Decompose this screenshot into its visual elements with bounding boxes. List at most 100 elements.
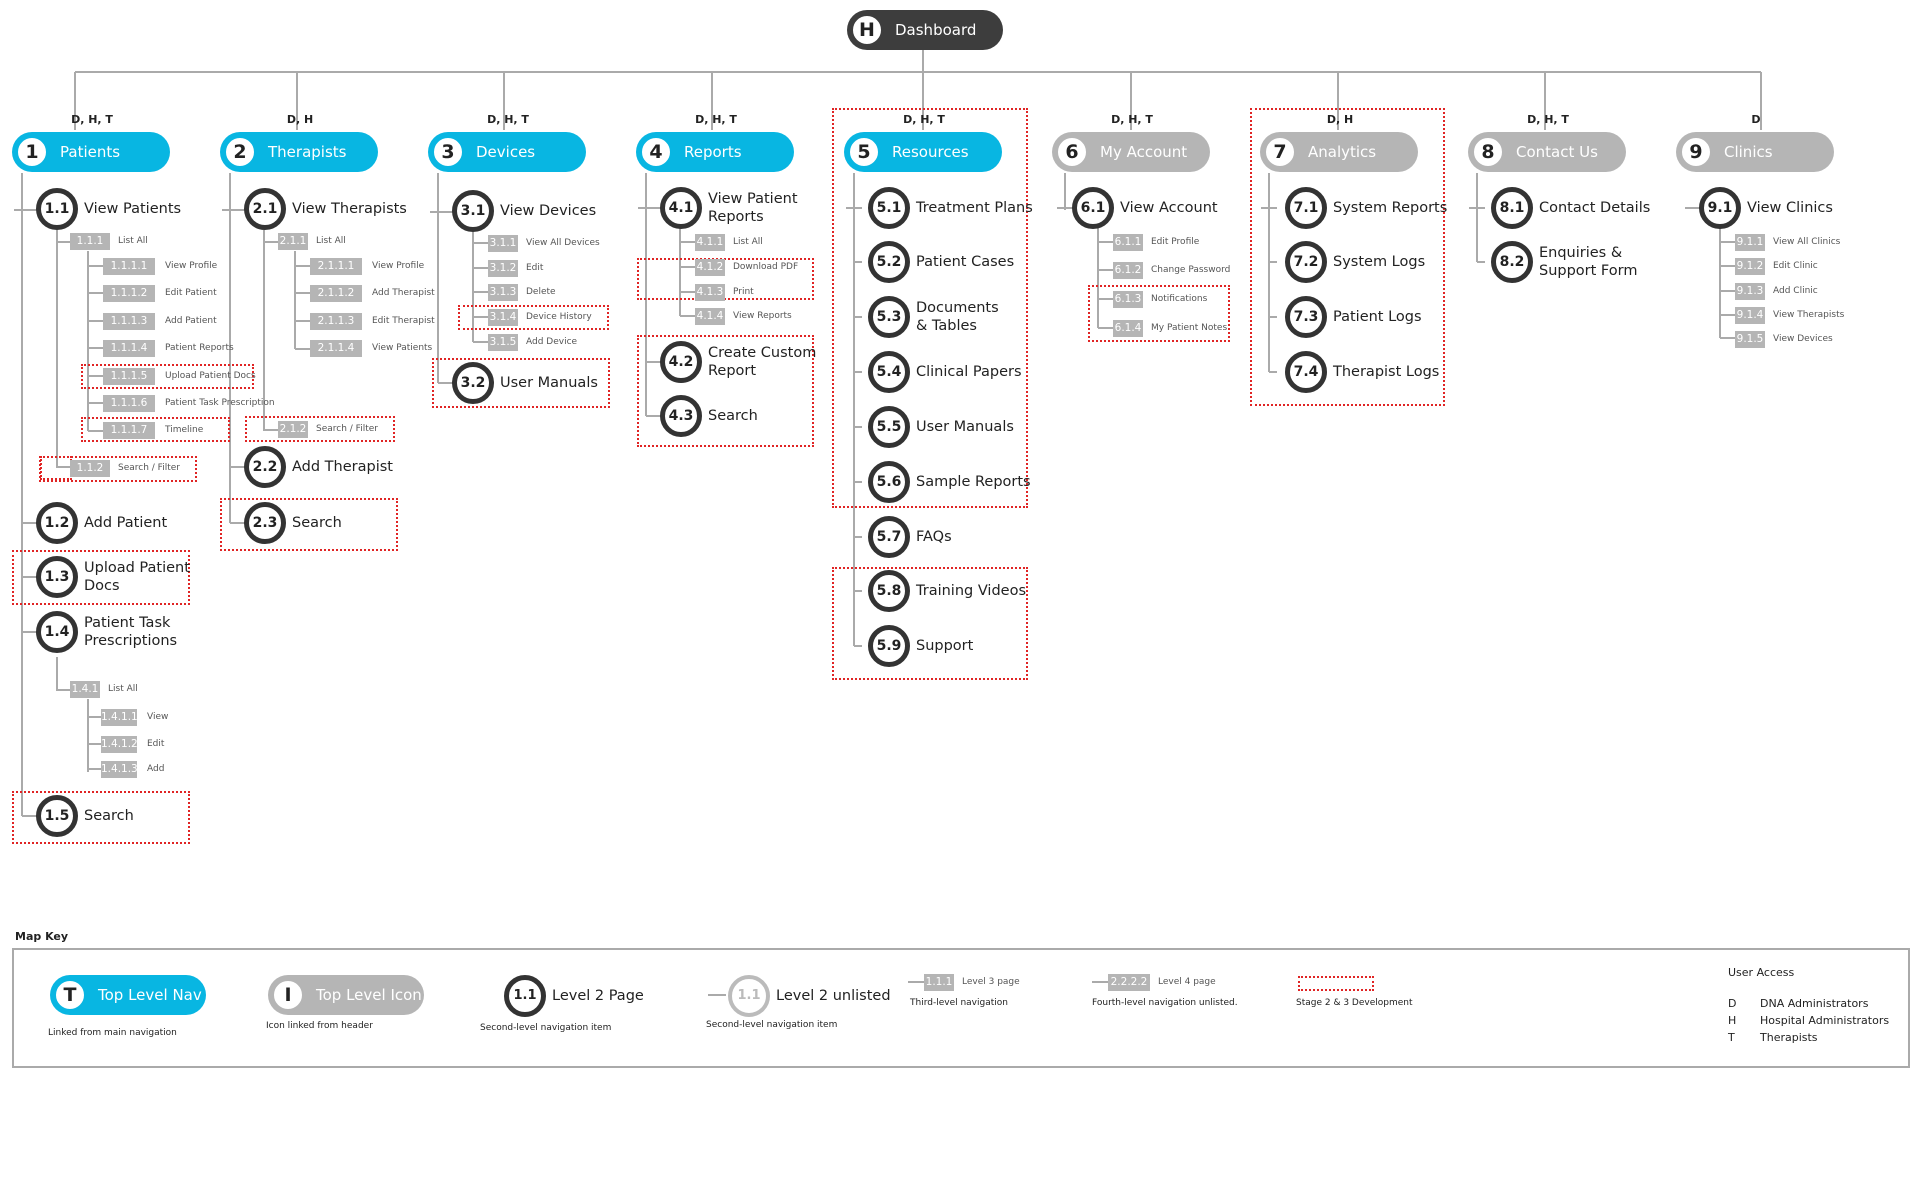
leaf-number: 1.1.2 <box>70 460 110 477</box>
node-number: 9.1 <box>1699 187 1741 229</box>
leaf-label: Edit Patient <box>165 288 217 298</box>
key-level2-unlisted-desc: Second-level navigation item <box>706 1020 838 1030</box>
leaf-label: Search / Filter <box>316 424 378 434</box>
section-5-access: D, H, T <box>903 113 945 126</box>
leaf-label: List All <box>733 237 763 247</box>
key-top-icon-letter: I <box>271 978 305 1012</box>
leaf-label: Change Password <box>1151 265 1231 275</box>
node-number: 1.3 <box>36 556 78 598</box>
node-label: Add Therapist <box>292 459 393 475</box>
stage-2-3-box <box>1250 108 1445 406</box>
leaf-label: Print <box>733 287 754 297</box>
leaf-label: Timeline <box>165 425 204 435</box>
leaf-label: My Patient Notes <box>1151 323 1228 333</box>
leaf-number: 1.4.1 <box>70 681 100 698</box>
section-6-access: D, H, T <box>1111 113 1153 126</box>
leaf-number: 2.1.1.3 <box>310 313 362 330</box>
leaf-label: List All <box>108 684 138 694</box>
section-label: Reports <box>684 143 742 161</box>
leaf-label: View All Clinics <box>1773 237 1841 247</box>
section-8-pill: 8 Contact Us <box>1468 132 1626 172</box>
section-2-access: D, H <box>286 113 314 126</box>
leaf-number: 4.1.1 <box>695 234 725 251</box>
node-label: Patient Logs <box>1333 309 1422 325</box>
leaf-label: Edit <box>147 739 165 749</box>
node-number: 5.4 <box>868 351 910 393</box>
node-number: 6.1 <box>1072 187 1114 229</box>
node-number: 5.1 <box>868 187 910 229</box>
leaf-number: 1.1.1.2 <box>103 285 155 302</box>
leaf-label: Patient Task Prescription <box>165 398 275 408</box>
node-number: 4.3 <box>660 395 702 437</box>
section-number: 9 <box>1679 135 1713 169</box>
section-9-pill: 9 Clinics <box>1676 132 1834 172</box>
node-number: 1.1 <box>36 188 78 230</box>
stage-2-3-box <box>81 417 230 442</box>
leaf-label: Edit Therapist <box>372 316 435 326</box>
node-number: 2.2 <box>244 446 286 488</box>
user-access-label-h: Hospital Administrators <box>1760 1014 1890 1027</box>
node-number: 5.5 <box>868 406 910 448</box>
section-number: 4 <box>639 135 673 169</box>
leaf-number: 2.1.1.4 <box>310 340 362 357</box>
key-level3-desc: Third-level navigation <box>910 998 1008 1008</box>
node-number: 1.4 <box>36 611 78 653</box>
node-number: 4.1 <box>660 187 702 229</box>
node-label: Add Patient <box>84 515 168 531</box>
leaf-number: 4.1.4 <box>695 308 725 325</box>
node-number: 3.2 <box>452 362 494 404</box>
node-number: 2.1 <box>244 188 286 230</box>
key-level4-desc: Fourth-level navigation unlisted. <box>1092 998 1238 1008</box>
leaf-label: List All <box>118 236 148 246</box>
key-top-nav-desc: Linked from main navigation <box>48 1028 177 1038</box>
node-label: System Logs <box>1333 254 1426 270</box>
node-number: 5.9 <box>868 625 910 667</box>
node-label: Patient Task Prescriptions <box>84 615 178 649</box>
leaf-number: 9.1.4 <box>1735 307 1765 324</box>
leaf-number: 1.1.1.1 <box>103 258 155 275</box>
node-label: View Patient Reports <box>708 191 798 225</box>
section-5-pill: 5 Resources <box>844 132 1002 172</box>
dashboard-label: Dashboard <box>895 21 977 39</box>
stage-2-3-box <box>1088 285 1230 342</box>
section-number: 1 <box>15 135 49 169</box>
node-label: Search <box>292 515 342 531</box>
section-label: Devices <box>476 143 536 161</box>
node-number: 8.1 <box>1491 187 1533 229</box>
section-number: 5 <box>847 135 881 169</box>
user-access-label-t: Therapists <box>1760 1031 1818 1044</box>
section-label: Patients <box>60 143 121 161</box>
leaf-number: 1.4.1.3 <box>101 761 138 778</box>
stage-2-3-box <box>39 456 197 482</box>
leaf-number: 1.1.1.4 <box>103 340 155 357</box>
key-level4-number: 2.2.2.2 <box>1108 974 1150 991</box>
section-8-access: D, H, T <box>1527 113 1569 126</box>
section-number: 8 <box>1471 135 1505 169</box>
node-number: 5.2 <box>868 241 910 283</box>
node-label: Upload Patient Docs <box>84 560 190 594</box>
leaf-number: 3.1.1 <box>488 235 518 252</box>
section-2-pill: 2 Therapists <box>220 132 378 172</box>
section-7-pill: 7 Analytics <box>1260 132 1418 172</box>
leaf-label: Edit Profile <box>1151 237 1200 247</box>
leaf-label: Add Therapist <box>372 288 435 298</box>
leaf-number: 3.1.4 <box>488 309 518 326</box>
leaf-label: Add Device <box>526 337 578 347</box>
section-1-access: D, H, T <box>71 113 113 126</box>
section-number: 3 <box>431 135 465 169</box>
key-stage-box <box>1298 976 1374 991</box>
node-label: Enquiries & Support Form <box>1539 245 1638 279</box>
node-number: 5.8 <box>868 570 910 612</box>
section-6-pill: 6 My Account <box>1052 132 1210 172</box>
leaf-label: Patient Reports <box>165 343 234 353</box>
node-label: Sample Reports <box>916 474 1031 490</box>
leaf-label: Notifications <box>1151 294 1208 304</box>
node-label: Contact Details <box>1539 200 1651 216</box>
node-label: Search <box>708 408 758 424</box>
leaf-number: 1.1.1.3 <box>103 313 155 330</box>
node-label: FAQs <box>916 529 952 545</box>
leaf-number: 9.1.1 <box>1735 234 1765 251</box>
key-level2-number: 1.1 <box>504 975 546 1017</box>
section-label: Contact Us <box>1516 143 1598 161</box>
